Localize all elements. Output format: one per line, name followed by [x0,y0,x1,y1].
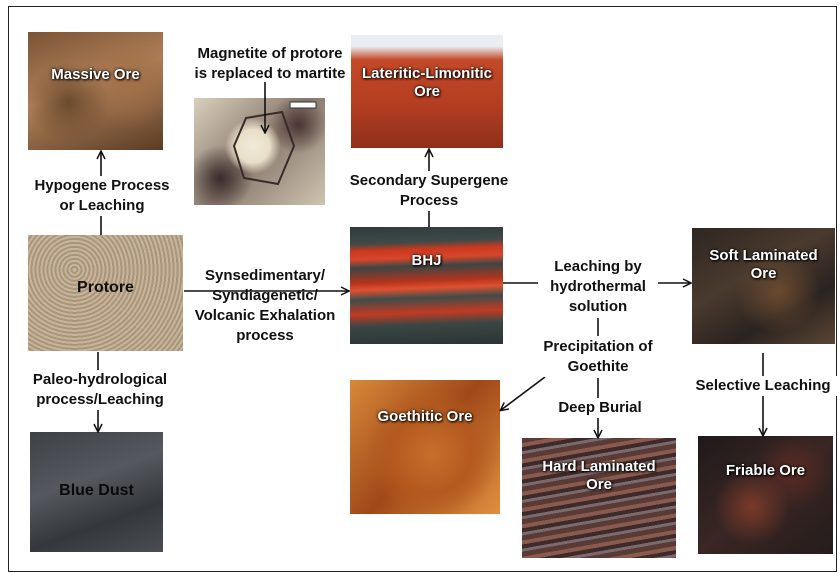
leaching-line1: Leaching by [538,257,658,277]
precip-line2: Goethite [528,357,668,377]
deep-burial-label: Deep Burial [552,398,648,418]
leaching-line2: hydrothermal [538,277,658,297]
leaching-line3: solution [538,297,658,317]
synsed-line1: Synsedimentary/ [190,266,340,286]
magnetite-caption: Magnetite of protore is replaced to mart… [192,44,348,84]
synsed-line2: Syndiagenetic/ [190,286,340,306]
secondary-label-line2: Process [344,191,514,211]
magnetite-caption-line2: is replaced to martite [192,64,348,84]
hypogene-label: Hypogene Process or Leaching [24,176,180,216]
secondary-supergene-label: Secondary Supergene Process [344,171,514,211]
precipitation-goethite-label: Precipitation of Goethite [528,337,668,377]
arrow-precip-to-goethitic [501,377,545,410]
synsed-line3: Volcanic Exhalation [190,306,340,326]
paleo-line2: process/Leaching [20,390,180,410]
synsedimentary-label: Synsedimentary/ Syndiagenetic/ Volcanic … [190,266,340,346]
selective-leaching-label: Selective Leaching [688,376,838,396]
hypogene-label-line2: or Leaching [24,196,180,216]
paleo-line1: Paleo-hydrological [20,370,180,390]
paleo-hydrological-label: Paleo-hydrological process/Leaching [20,370,180,410]
magnetite-caption-line1: Magnetite of protore [192,44,348,64]
leaching-hydrothermal-label: Leaching by hydrothermal solution [538,257,658,317]
secondary-label-line1: Secondary Supergene [344,171,514,191]
precip-line1: Precipitation of [528,337,668,357]
hypogene-label-line1: Hypogene Process [24,176,180,196]
synsed-line4: process [190,326,340,346]
